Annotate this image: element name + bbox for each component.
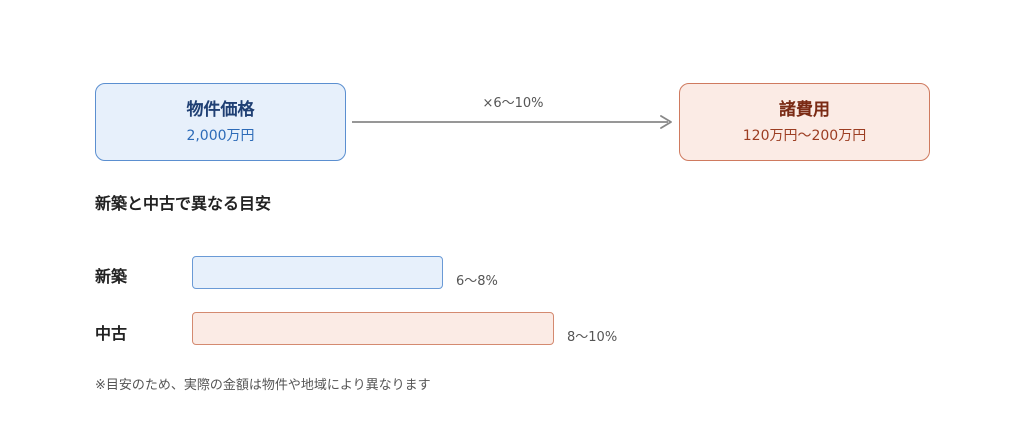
bar-value-used: 8〜10% bbox=[567, 330, 618, 345]
arrow-head bbox=[660, 115, 672, 129]
row-label-used: 中古 bbox=[95, 324, 128, 343]
closing-costs-value: 120万円〜200万円 bbox=[742, 127, 867, 144]
property-price-title: 物件価格 bbox=[186, 99, 255, 120]
property-price-box: 物件価格 2,000万円 bbox=[95, 83, 346, 161]
property-price-value: 2,000万円 bbox=[186, 127, 255, 144]
multiplier-label: ×6〜10% bbox=[482, 96, 544, 111]
footnote: ※目安のため、実際の金額は物件や地域により異なります bbox=[95, 378, 431, 393]
bar-value-new: 6〜8% bbox=[456, 274, 498, 289]
bar-used bbox=[192, 312, 554, 345]
bar-new-build bbox=[192, 256, 443, 289]
closing-costs-box: 諸費用 120万円〜200万円 bbox=[679, 83, 930, 161]
row-label-new: 新築 bbox=[95, 267, 128, 286]
closing-costs-title: 諸費用 bbox=[779, 99, 830, 120]
comparison-heading: 新築と中古で異なる目安 bbox=[95, 194, 272, 213]
arrow-connector bbox=[352, 115, 672, 129]
